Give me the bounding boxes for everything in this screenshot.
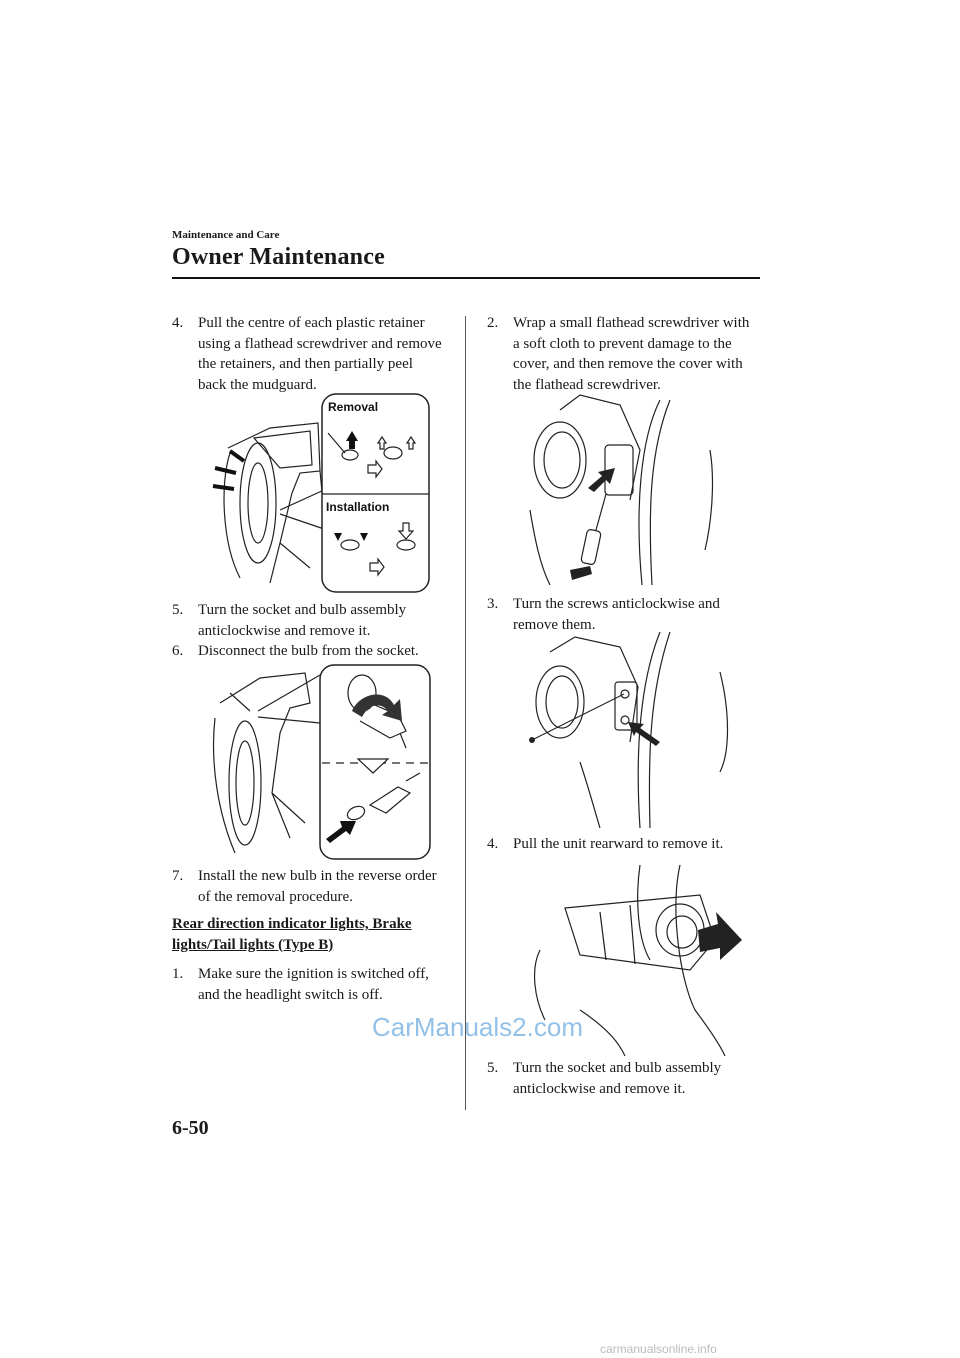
page-number: 6-50 [172,1117,209,1139]
page-title: Owner Maintenance [172,244,385,270]
step-number: 6. [172,643,184,659]
step-3-remove-screws: 3. Turn the screws anticlockwise and rem… [487,594,759,635]
step-number: 5. [487,1060,499,1076]
subsection-heading: Rear direction indicator lights, Brake l… [172,916,412,953]
removal-label: Removal [328,400,378,414]
step-text: Make sure the ignition is switched off, … [198,966,429,1003]
cover-removal-figure [529,394,714,585]
step-text: Pull the centre of each plastic retainer… [198,315,442,393]
step-text: Disconnect the bulb from the socket. [198,643,419,659]
step-number: 3. [487,596,499,612]
step-text: Wrap a small flathead screwdriver with a… [513,315,750,393]
retainer-figure: Removal Installation [212,393,430,593]
step-text: Pull the unit rearward to remove it. [513,836,724,852]
step-5-turn-socket: 5. Turn the socket and bulb assembly ant… [172,600,444,641]
step-number: 4. [487,836,499,852]
step-number: 5. [172,602,184,618]
step-number: 1. [172,966,184,982]
bulb-socket-figure [212,664,431,860]
step-4-pull-unit: 4. Pull the unit rearward to remove it. [487,834,759,855]
step-text: Install the new bulb in the reverse orde… [198,868,437,905]
step-5-turn-socket-right: 5. Turn the socket and bulb assembly ant… [487,1058,759,1099]
step-7-install-bulb: 7. Install the new bulb in the reverse o… [172,866,444,907]
step-1-ignition-off: 1. Make sure the ignition is switched of… [172,964,444,1005]
step-number: 2. [487,315,499,331]
header-rule [172,277,760,279]
step-text: Turn the socket and bulb assembly anticl… [513,1060,722,1097]
step-4-pull-retainer: 4. Pull the centre of each plastic retai… [172,313,444,395]
step-text: Turn the socket and bulb assembly anticl… [198,602,407,639]
step-number: 7. [172,868,184,884]
footer-watermark: carmanualsonline.info [600,1342,717,1356]
step-2-remove-cover: 2. Wrap a small flathead screwdriver wit… [487,313,759,395]
step-number: 4. [172,315,184,331]
step-6-disconnect-bulb: 6. Disconnect the bulb from the socket. [172,641,444,662]
watermark-logo: CarManuals2.com [372,1012,583,1042]
step-text: Turn the screws anticlockwise and remove… [513,596,720,633]
section-label: Maintenance and Care [172,229,280,241]
column-divider [465,316,466,1110]
unit-removal-figure [534,864,742,1056]
installation-label: Installation [326,500,389,514]
screw-removal-figure [529,632,729,828]
